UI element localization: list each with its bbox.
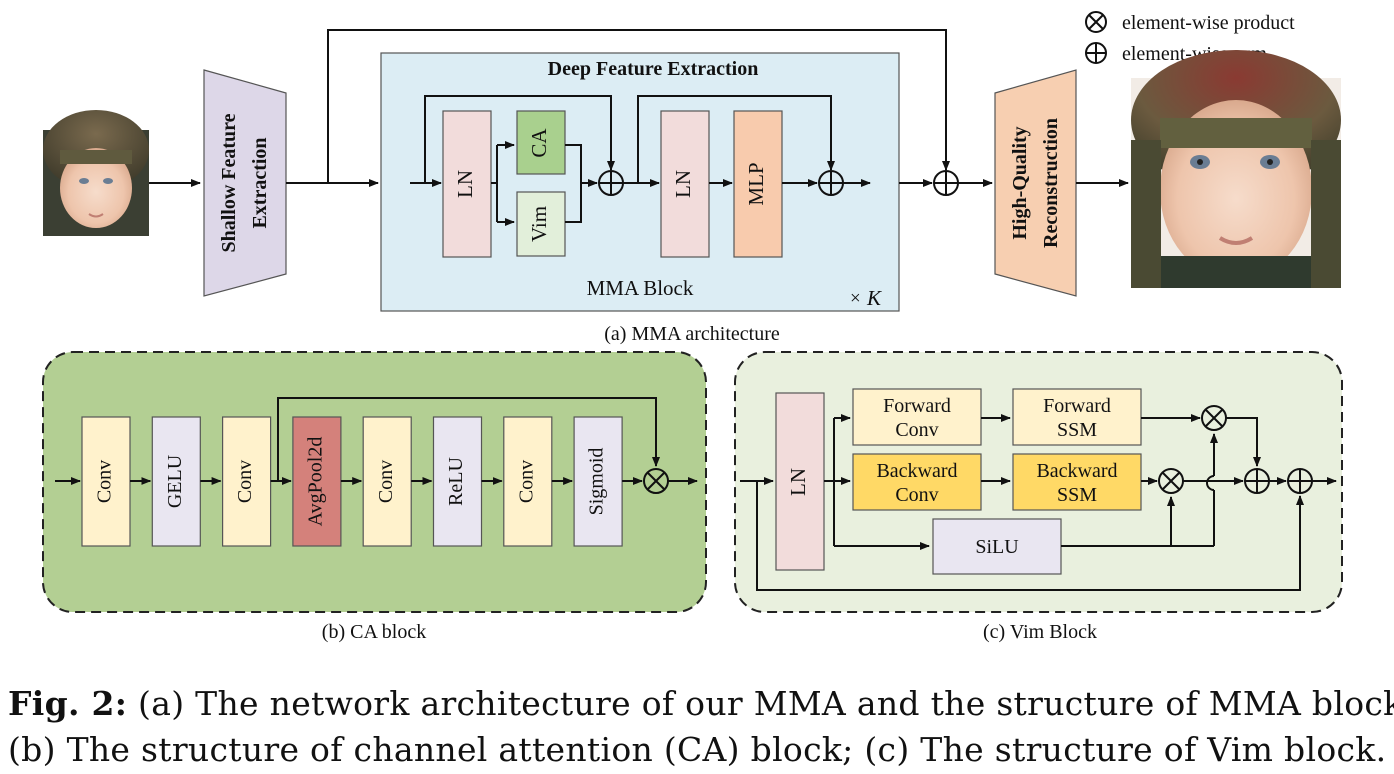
mma-caption: (a) MMA architecture [604, 323, 780, 345]
repeat-times: × [850, 288, 861, 309]
ca-layer-label: Conv [234, 460, 256, 503]
global-skip-connection [327, 29, 950, 183]
backward-ssm-line1: Backward [1036, 460, 1117, 482]
ca-layer-conv-1 [81, 416, 131, 547]
shallow-feature-extraction [203, 69, 287, 297]
ca-layer-relu-6 [432, 416, 483, 547]
figure-label: Fig. 2: [8, 684, 128, 723]
product-symbol-icon [1085, 11, 1107, 33]
ln-label-2: LN [671, 170, 695, 198]
vim-sum-node-1 [1244, 468, 1270, 494]
vim-label: Vim [527, 206, 551, 242]
forward-ssm-line2: SSM [1057, 419, 1097, 441]
ln-block-1 [442, 110, 492, 258]
vim-caption: (c) Vim Block [983, 621, 1097, 643]
ca-layer-label: GELU [164, 454, 186, 508]
backward-ssm-line2: SSM [1057, 484, 1097, 506]
forward-conv-line2: Conv [895, 419, 938, 441]
repeat-k: K [866, 286, 882, 310]
sum-node-2 [818, 170, 844, 196]
forward-ssm-block [1012, 388, 1142, 446]
ca-caption: (b) CA block [322, 621, 426, 643]
ca-layer-label: Sigmoid [586, 448, 608, 516]
hq-label-line1: High-Quality [1009, 126, 1031, 239]
figure-caption-line2: (b) The structure of channel attention (… [8, 730, 1387, 769]
sum-symbol-icon [1085, 42, 1107, 64]
ca-layer-conv-3 [222, 416, 272, 547]
high-quality-reconstruction [994, 69, 1077, 297]
figure-caption-text1: (a) The network architecture of our MMA … [127, 684, 1394, 723]
input-image [43, 110, 149, 236]
ca-layer-sigmoid-8 [573, 416, 623, 547]
ca-layer-label: Conv [515, 460, 537, 503]
ca-layer-label: ReLU [445, 457, 467, 506]
vim-sum-node-2 [1287, 468, 1313, 494]
forward-conv-line1: Forward [883, 395, 951, 417]
ca-layer-conv-7 [503, 416, 553, 547]
mma-architecture: Shallow Feature Extraction Deep Feature … [43, 29, 1341, 345]
figure-caption-line1: Fig. 2: (a) The network architecture of … [8, 684, 1394, 723]
shallow-label-line1: Shallow Feature [218, 113, 240, 252]
legend-product-label: element-wise product [1122, 12, 1295, 34]
ln-label-1: LN [453, 170, 477, 198]
ca-layer-avgpool2d-4 [292, 416, 342, 547]
ca-layers: Conv GELU Conv AvgPool2d Conv ReLU Conv Sigmoid [81, 416, 643, 547]
ca-layer-gelu-2 [151, 416, 201, 547]
ca-layer-label: Conv [94, 460, 116, 503]
sum-node-global [933, 170, 959, 196]
hq-label-line2: Reconstruction [1040, 118, 1062, 248]
forward-ssm-line1: Forward [1043, 395, 1111, 417]
backward-conv-block [852, 453, 982, 511]
mlp-block [733, 110, 783, 258]
silu-block [932, 518, 1062, 575]
backward-conv-line1: Backward [876, 460, 957, 482]
mma-block-label: MMA Block [587, 276, 694, 300]
backward-ssm-block [1012, 453, 1142, 511]
silu-label: SiLU [975, 536, 1019, 558]
vim-ln-label: LN [786, 468, 810, 496]
dfe-title: Deep Feature Extraction [548, 58, 759, 80]
sum-node-1 [598, 170, 624, 196]
shallow-label-line2: Extraction [249, 137, 271, 228]
vim-ln-block [775, 392, 825, 571]
ca-layer-conv-5 [362, 416, 412, 547]
backward-conv-line2: Conv [895, 484, 938, 506]
ca-layer-label: AvgPool2d [304, 437, 326, 527]
vim-block-diagram: LN Forward Conv Forward SSM Backward Con… [734, 351, 1343, 643]
mlp-label: MLP [744, 162, 768, 205]
ca-label: CA [527, 128, 551, 158]
ca-layer-label: Conv [375, 460, 397, 503]
ca-block [516, 110, 566, 175]
output-image [1131, 50, 1341, 288]
forward-conv-block [852, 388, 982, 446]
ca-block-diagram: Conv GELU Conv AvgPool2d Conv ReLU Conv Sigmoid… [42, 351, 707, 643]
vim-block [516, 191, 566, 257]
